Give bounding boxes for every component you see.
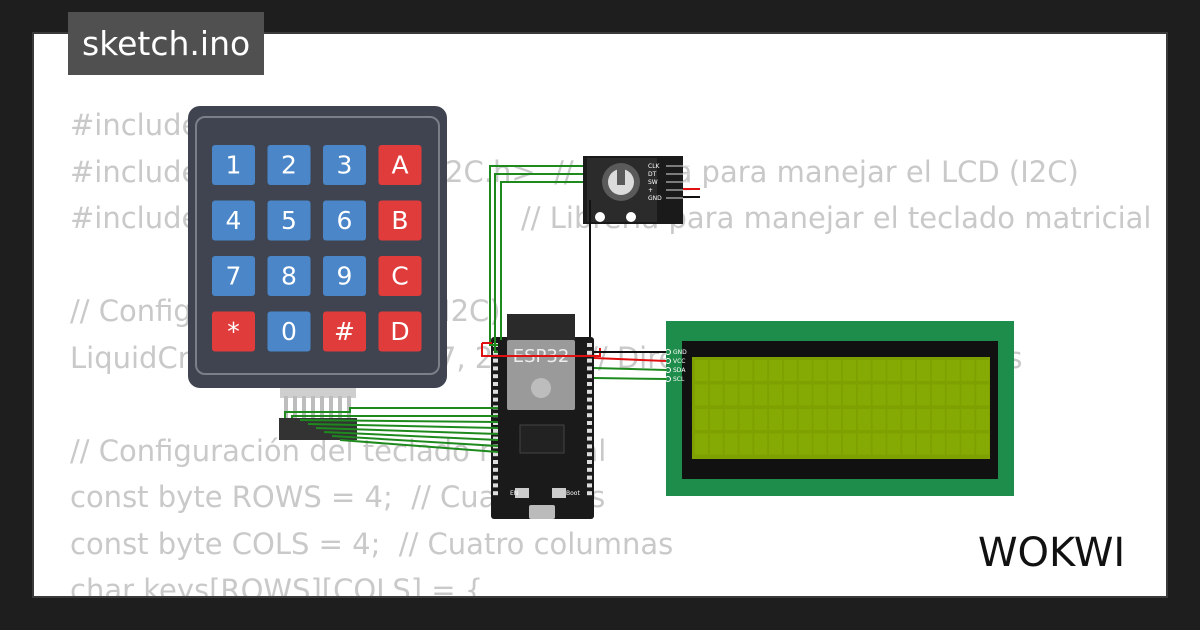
keypad-key-label: 1 [226, 151, 242, 180]
keypad-key-9[interactable]: 9 [323, 256, 366, 296]
lcd-pin-label: VCC [673, 358, 685, 365]
header-pin [302, 396, 306, 420]
header-pin [329, 396, 333, 420]
lcd-pin-label: SDA [673, 367, 686, 374]
keypad-key-6[interactable]: 6 [323, 200, 366, 241]
keypad-key-label: A [391, 151, 408, 180]
preview-card: #include <Wire.h> #include <LiquidCrysta… [32, 32, 1168, 598]
keypad-key-label: 6 [337, 206, 353, 235]
keypad-key-label: 0 [281, 317, 297, 346]
esp32-en-label: EN [510, 490, 518, 497]
file-title[interactable]: sketch.ino [68, 12, 265, 75]
header-pin [338, 396, 342, 420]
keypad-key-0[interactable]: 0 [267, 311, 311, 352]
encoder-pin-label: GND [648, 195, 662, 202]
header-pin [293, 396, 297, 420]
keypad-key-4[interactable]: 4 [212, 200, 255, 241]
keypad-key-2[interactable]: 2 [267, 145, 311, 185]
keypad-key-#[interactable]: # [323, 311, 366, 352]
wokwi-logo: WOKWI [978, 530, 1125, 574]
keypad-key-label: 4 [226, 206, 242, 235]
esp32-board[interactable]: ESP32 EN Boot [491, 314, 594, 519]
keypad-key-label: C [391, 262, 408, 291]
keypad-key-label: 7 [226, 262, 242, 291]
keypad-key-label: 5 [281, 206, 297, 235]
keypad-key-label: D [390, 317, 409, 346]
keypad-key-3[interactable]: 3 [323, 145, 366, 185]
header-pin [311, 396, 315, 420]
keypad-key-7[interactable]: 7 [212, 256, 255, 296]
keypad-key-C[interactable]: C [378, 256, 422, 296]
keypad-key-D[interactable]: D [378, 311, 422, 352]
encoder-pin-label: + [648, 187, 653, 194]
lcd-display[interactable]: GND VCC SDA SCL [665, 321, 1015, 496]
keypad-key-label: B [391, 206, 408, 235]
esp32-boot-label: Boot [566, 490, 580, 497]
keypad-key-label: 8 [281, 262, 297, 291]
svg-text:WOKWI: WOKWI [978, 530, 1125, 574]
wires [284, 165, 700, 453]
keypad-key-A[interactable]: A [378, 145, 422, 185]
keypad-key-8[interactable]: 8 [267, 256, 311, 296]
header-pin [320, 396, 324, 420]
keypad-key-1[interactable]: 1 [212, 145, 255, 185]
header-pin [284, 396, 288, 420]
lcd-pin-label: GND [673, 349, 687, 356]
keypad-key-label: * [227, 317, 240, 346]
keypad-key-B[interactable]: B [378, 200, 422, 241]
lcd-pin-label: SCL [673, 376, 685, 383]
keypad-key-label: 2 [281, 151, 297, 180]
keypad-key-label: 3 [337, 151, 353, 180]
keypad-key-5[interactable]: 5 [267, 200, 311, 241]
keypad-key-*[interactable]: * [212, 311, 255, 352]
keypad-key-label: # [334, 317, 355, 346]
encoder-pin-label: SW [648, 179, 658, 186]
encoder-pin-label: CLK [648, 163, 661, 170]
encoder-pin-label: DT [648, 171, 657, 178]
keypad-key-label: 9 [337, 262, 353, 291]
keypad[interactable]: 1 2 3 A 4 5 6 B 7 8 9 C * 0 # D [188, 106, 447, 388]
